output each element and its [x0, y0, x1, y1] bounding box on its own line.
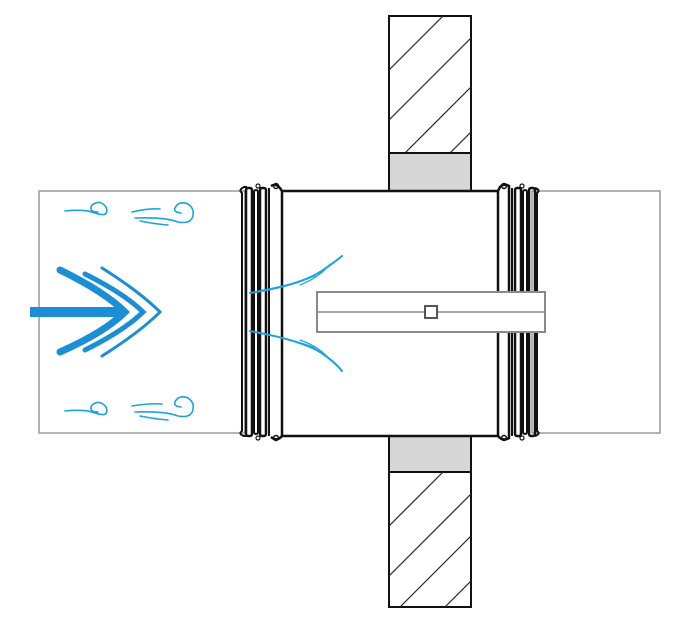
- air-spray-lines-icon: [249, 255, 343, 372]
- damper-body: [282, 189, 498, 438]
- wall-seal-upper: [388, 152, 472, 192]
- wall-lower: [388, 435, 472, 608]
- damper-spindle-icon: [424, 305, 438, 319]
- wall-upper: [388, 15, 472, 192]
- air-swirl-icon: [64, 396, 195, 421]
- damper-blade: [316, 291, 546, 333]
- air-swirl-icon: [64, 201, 195, 226]
- duct-outlet: [531, 190, 661, 434]
- wall-seal-lower: [388, 435, 472, 473]
- left-coupling: [239, 182, 284, 442]
- airflow-chevron-arrow-icon: [30, 266, 163, 358]
